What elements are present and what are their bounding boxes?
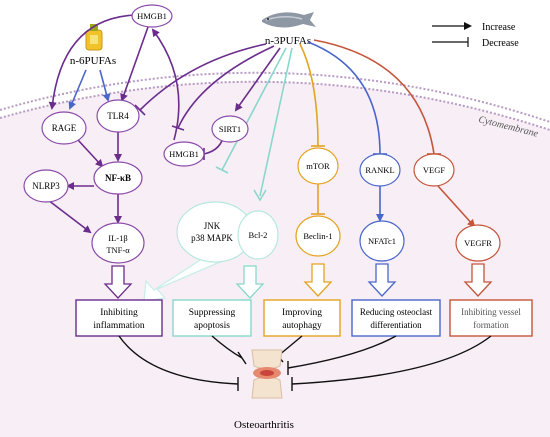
outcome-osteoclast-line2: differentiation bbox=[370, 320, 422, 330]
n6-pufas-label: n-6PUFAs bbox=[70, 55, 116, 67]
node-jnk-label: JNK bbox=[204, 221, 221, 231]
node-sirt1-label: SIRT1 bbox=[219, 124, 241, 134]
node-bcl2-label: Bcl-2 bbox=[249, 230, 268, 240]
node-il1b-label: IL-1β bbox=[108, 233, 127, 243]
legend: Increase Decrease bbox=[432, 22, 519, 49]
legend-decrease-label: Decrease bbox=[482, 38, 519, 49]
node-hmgb1-top: HMGB1 bbox=[131, 4, 173, 28]
node-nlrp3: NLRP3 bbox=[23, 169, 69, 203]
outcome-inhibiting-vessel: Inhibiting vessel formation bbox=[449, 299, 533, 337]
node-beclin1-label: Beclin-1 bbox=[303, 231, 332, 241]
node-p38-label: p38 MAPK bbox=[191, 233, 233, 243]
outcome-inhibiting-inflammation: Inhibiting inflammation bbox=[75, 299, 163, 337]
outcome-inflammation-line1: Inhibiting bbox=[100, 308, 138, 318]
node-nfkb: NF-κB bbox=[93, 161, 143, 195]
outcome-vessel-line2: formation bbox=[473, 320, 509, 330]
node-il1b-tnfa: IL-1β TNF-α bbox=[91, 222, 145, 264]
node-bcl2: Bcl-2 bbox=[237, 210, 279, 260]
node-rage: RAGE bbox=[41, 111, 87, 145]
outcome-inflammation-line2: inflammation bbox=[93, 320, 144, 331]
node-tlr4-label: TLR4 bbox=[107, 111, 129, 121]
node-nlrp3-label: NLRP3 bbox=[32, 181, 60, 191]
osteoarthritis-label: Osteoarthritis bbox=[234, 419, 294, 431]
node-mtor-label: mTOR bbox=[306, 161, 330, 171]
node-sirt1: SIRT1 bbox=[211, 115, 249, 143]
node-beclin1: Beclin-1 bbox=[295, 215, 341, 257]
node-mtor: mTOR bbox=[297, 147, 339, 185]
node-nfkb-label: NF-κB bbox=[105, 173, 131, 183]
node-rankl-label: RANKL bbox=[365, 165, 394, 175]
node-rankl: RANKL bbox=[359, 153, 401, 187]
n3-pufas-label: n-3PUFAs bbox=[265, 35, 311, 47]
node-rage-label: RAGE bbox=[52, 123, 77, 133]
outcome-autophagy-line1: Improving bbox=[282, 308, 322, 318]
oil-bottle-icon bbox=[85, 24, 103, 51]
outcome-apoptosis-line2: apoptosis bbox=[194, 321, 230, 331]
node-hmgb1-inner: HMGB1 bbox=[163, 141, 205, 167]
outcome-apoptosis-line1: Suppressing bbox=[189, 308, 236, 318]
node-nfatc1: NFATc1 bbox=[359, 220, 405, 262]
legend-increase-label: Increase bbox=[482, 22, 516, 33]
outcome-osteoclast-line1: Reducing osteoclast bbox=[360, 307, 433, 317]
node-nfatc1-label: NFATc1 bbox=[368, 236, 396, 246]
node-tnfa-label: TNF-α bbox=[106, 245, 130, 255]
outcome-reducing-osteoclast: Reducing osteoclast differentiation bbox=[351, 299, 441, 337]
knee-joint-icon bbox=[251, 349, 283, 399]
node-tlr4: TLR4 bbox=[96, 99, 140, 133]
outcome-autophagy-line2: autophagy bbox=[282, 321, 322, 331]
node-vegf-label: VEGF bbox=[423, 165, 445, 175]
osteoarthritis-inhibitions bbox=[118, 335, 492, 391]
outcome-suppressing-apoptosis: Suppressing apoptosis bbox=[172, 299, 252, 337]
node-hmgb1-inner-label: HMGB1 bbox=[169, 149, 199, 159]
fish-icon bbox=[262, 12, 316, 28]
outcome-improving-autophagy: Improving autophagy bbox=[263, 299, 341, 337]
node-hmgb1-top-label: HMGB1 bbox=[137, 11, 167, 21]
node-vegfr-label: VEGFR bbox=[464, 238, 492, 248]
node-vegf: VEGF bbox=[413, 153, 455, 187]
connections bbox=[47, 14, 476, 234]
node-vegfr: VEGFR bbox=[455, 224, 501, 262]
outcome-vessel-line1: Inhibiting vessel bbox=[461, 307, 521, 317]
